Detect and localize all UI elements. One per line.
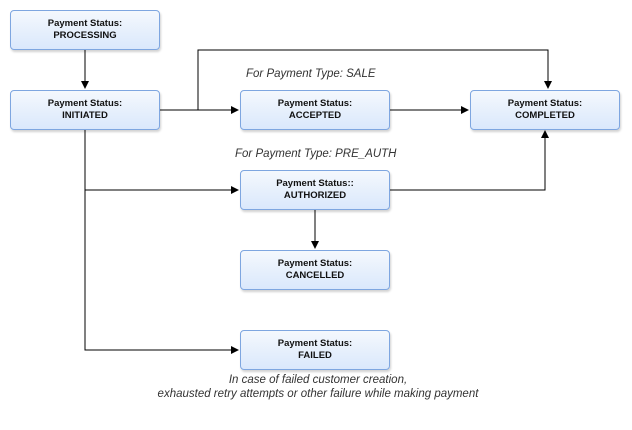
node-processing: Payment Status: PROCESSING xyxy=(10,10,160,50)
edge-initiated-to-authorized xyxy=(84,130,239,194)
note-failed-reason-line1: In case of failed customer creation, xyxy=(228,374,408,386)
node-accepted-status: ACCEPTED xyxy=(288,110,342,121)
note-failed-reason: In case of failed customer creation, exh… xyxy=(140,373,496,401)
node-initiated-label: Payment Status: xyxy=(47,98,123,109)
node-processing-label: Payment Status: xyxy=(47,18,123,29)
node-authorized-status: AUTHORIZED xyxy=(283,190,347,201)
node-authorized-label: Payment Status:: xyxy=(276,178,354,189)
node-authorized: Payment Status:: AUTHORIZED xyxy=(240,170,390,210)
node-completed-status: COMPLETED xyxy=(515,110,575,121)
node-cancelled-label: Payment Status: xyxy=(277,258,353,269)
node-failed-status: FAILED xyxy=(298,350,332,361)
node-processing-status: PROCESSING xyxy=(53,30,117,41)
edge-authorized-to-completed xyxy=(390,130,549,191)
node-failed: Payment Status: FAILED xyxy=(240,330,390,370)
node-cancelled: Payment Status: CANCELLED xyxy=(240,250,390,290)
node-failed-label: Payment Status: xyxy=(277,338,353,349)
node-cancelled-status: CANCELLED xyxy=(285,270,345,281)
edge-initiated-to-completed xyxy=(197,49,552,110)
node-accepted: Payment Status: ACCEPTED xyxy=(240,90,390,130)
note-sale: For Payment Type: SALE xyxy=(246,68,376,80)
edge-initiated-to-failed xyxy=(84,190,239,354)
node-completed-label: Payment Status: xyxy=(507,98,583,109)
note-failed-reason-line2: exhausted retry attempts or other failur… xyxy=(157,388,479,400)
node-initiated-status: INITIATED xyxy=(62,110,108,121)
node-initiated: Payment Status: INITIATED xyxy=(10,90,160,130)
note-pre-auth: For Payment Type: PRE_AUTH xyxy=(235,148,397,160)
node-completed: Payment Status: COMPLETED xyxy=(470,90,620,130)
node-accepted-label: Payment Status: xyxy=(277,98,353,109)
